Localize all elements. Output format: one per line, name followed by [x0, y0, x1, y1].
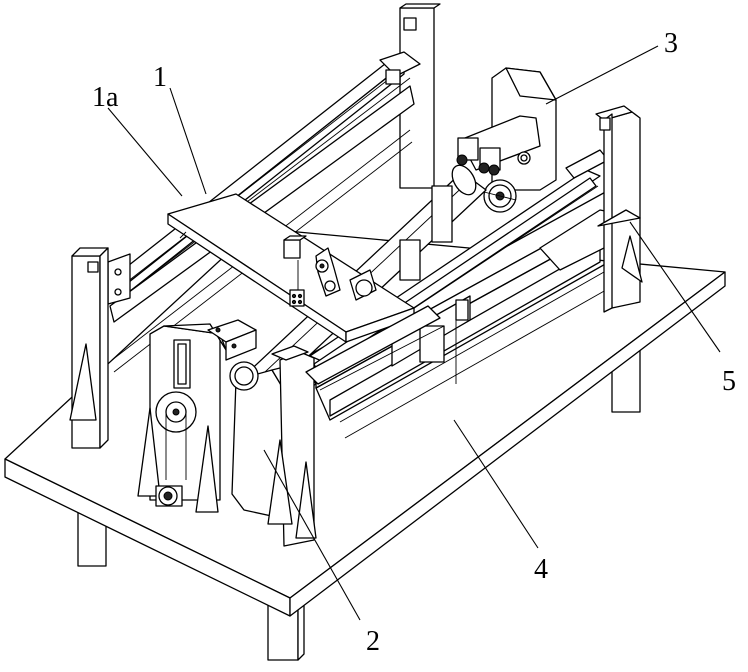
leader-1a	[108, 108, 182, 196]
label-4: 4	[534, 554, 548, 585]
label-1: 1	[153, 62, 167, 93]
gear-top	[484, 180, 516, 212]
motor-module	[457, 68, 556, 190]
label-5: 5	[722, 366, 736, 397]
label-2: 2	[366, 626, 380, 657]
left-rail-mount	[108, 254, 130, 304]
leader-1	[170, 88, 206, 194]
upright-front-left	[70, 248, 108, 448]
winch-motor	[156, 486, 182, 506]
label-3: 3	[664, 28, 678, 59]
leader-3	[546, 46, 658, 104]
label-1a: 1a	[92, 82, 119, 113]
